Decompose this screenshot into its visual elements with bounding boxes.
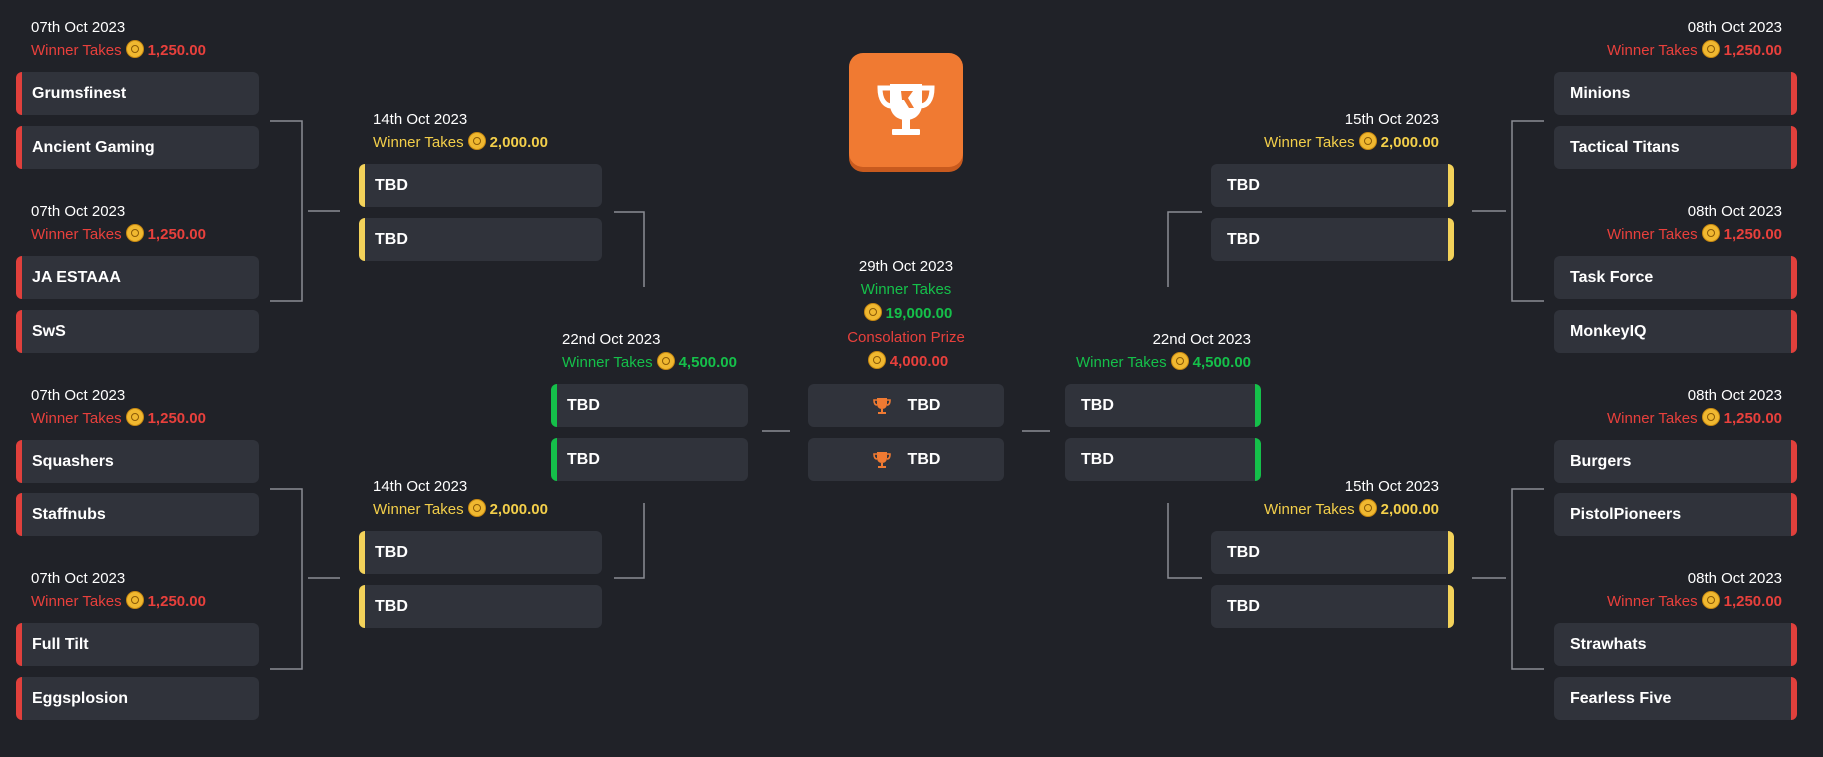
team-slot[interactable]: Tactical Titans	[1554, 126, 1797, 169]
coin-icon	[125, 224, 144, 242]
match-date: 14th Oct 2023	[373, 111, 468, 128]
team-slot[interactable]: TBD	[359, 164, 602, 207]
coin-icon	[467, 499, 486, 517]
winner-label: Winner Takes	[860, 281, 952, 298]
coin-icon	[125, 40, 144, 58]
team-slot[interactable]: TBD	[1211, 531, 1454, 574]
match-date: 22nd Oct 2023	[562, 331, 661, 348]
team-slot[interactable]: TBD	[359, 218, 602, 261]
team-slot[interactable]: Minions	[1554, 72, 1797, 115]
coin-icon	[1170, 352, 1189, 370]
team-slot[interactable]: TBD	[1065, 384, 1261, 427]
match-date: 07th Oct 2023	[31, 387, 126, 404]
trophy-logo-icon	[849, 53, 963, 167]
match-date: 22nd Oct 2023	[1152, 331, 1251, 348]
team-slot[interactable]: Ancient Gaming	[16, 126, 259, 169]
team-slot[interactable]: TBD	[1211, 218, 1454, 261]
coin-icon	[467, 132, 486, 150]
team-slot[interactable]: Grumsfinest	[16, 72, 259, 115]
coin-icon	[1358, 499, 1377, 517]
consolation-label: Consolation Prize	[847, 329, 965, 346]
team-slot[interactable]: TBD	[359, 585, 602, 628]
coin-icon	[1701, 591, 1720, 609]
team-slot[interactable]: Task Force	[1554, 256, 1797, 299]
team-slot[interactable]: Full Tilt	[16, 623, 259, 666]
match-date: 08th Oct 2023	[1687, 570, 1782, 587]
coin-icon	[1701, 40, 1720, 58]
team-slot[interactable]: TBD	[359, 531, 602, 574]
final-team-slot[interactable]: TBD	[808, 438, 1004, 481]
team-slot[interactable]: SwS	[16, 310, 259, 353]
final-header: 29th Oct 2023 Winner Takes 19,000.00 Con…	[786, 256, 1026, 374]
team-slot[interactable]: Eggsplosion	[16, 677, 259, 720]
match-date: 07th Oct 2023	[31, 570, 126, 587]
match-date: 07th Oct 2023	[31, 203, 126, 220]
coin-icon	[1701, 224, 1720, 242]
coin-icon	[125, 591, 144, 609]
team-slot[interactable]: Squashers	[16, 440, 259, 483]
team-slot[interactable]: TBD	[1211, 164, 1454, 207]
match-date: 29th Oct 2023	[858, 258, 954, 275]
match-date: 08th Oct 2023	[1687, 203, 1782, 220]
team-slot[interactable]: MonkeyIQ	[1554, 310, 1797, 353]
match-date: 08th Oct 2023	[1687, 387, 1782, 404]
final-team-slot[interactable]: TBD	[808, 384, 1004, 427]
team-slot[interactable]: TBD	[1211, 585, 1454, 628]
coin-icon	[1358, 132, 1377, 150]
match-date: 14th Oct 2023	[373, 478, 468, 495]
consolation-prize: 4,000.00	[786, 350, 1026, 374]
coin-icon	[863, 303, 882, 321]
team-slot[interactable]: TBD	[551, 384, 748, 427]
match-date: 15th Oct 2023	[1344, 111, 1439, 128]
coin-icon	[867, 351, 886, 369]
team-slot[interactable]: TBD	[1065, 438, 1261, 481]
coin-icon	[125, 408, 144, 426]
coin-icon	[1701, 408, 1720, 426]
team-slot[interactable]: Fearless Five	[1554, 677, 1797, 720]
match-date: 15th Oct 2023	[1344, 478, 1439, 495]
team-slot[interactable]: Staffnubs	[16, 493, 259, 536]
team-slot[interactable]: JA ESTAAA	[16, 256, 259, 299]
match-date: 07th Oct 2023	[31, 19, 126, 36]
team-slot[interactable]: Strawhats	[1554, 623, 1797, 666]
team-slot[interactable]: PistolPioneers	[1554, 493, 1797, 536]
team-slot[interactable]: Burgers	[1554, 440, 1797, 483]
match-date: 08th Oct 2023	[1687, 19, 1782, 36]
trophy-icon	[872, 451, 891, 468]
team-slot[interactable]: TBD	[551, 438, 748, 481]
trophy-icon	[872, 397, 891, 414]
winner-prize: 19,000.00	[786, 302, 1026, 326]
coin-icon	[656, 352, 675, 370]
